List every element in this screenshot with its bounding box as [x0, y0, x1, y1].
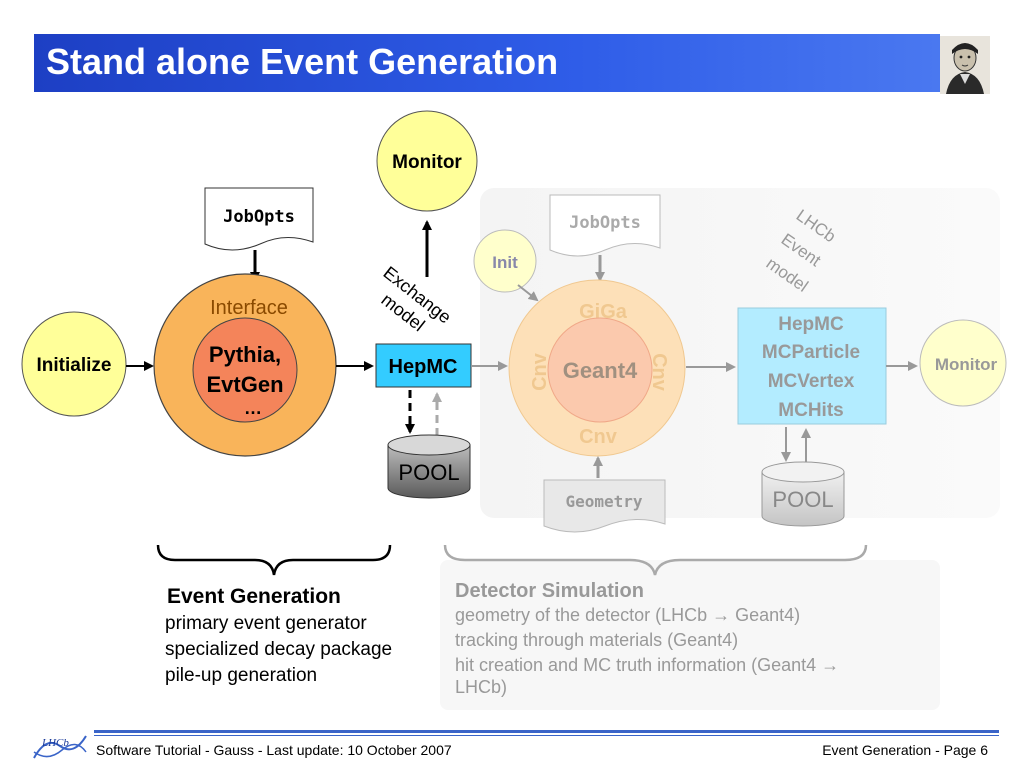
interface-label: Interface: [210, 297, 288, 319]
detector-simulation-item: LHCb): [455, 677, 508, 697]
mcparticle-label: MCParticle: [762, 342, 860, 363]
event-generation-item: specialized decay package: [165, 639, 393, 660]
footer-left-text: Software Tutorial - Gauss - Last update:…: [96, 742, 452, 758]
init-node: Init: [473, 229, 537, 293]
jobopts-left-doc: JobOpts: [204, 187, 314, 251]
event-generation-section: Event Generation primary event generator…: [165, 585, 392, 689]
monitor-right-label: Monitor: [935, 355, 998, 374]
initialize-label: Initialize: [37, 355, 112, 376]
geant4-label: Geant4: [563, 358, 638, 383]
cnv-right-label: Cnv: [648, 353, 670, 392]
title-bar: Stand alone Event Generation: [34, 34, 940, 92]
detector-simulation-item: tracking through materials (Geant4): [455, 630, 739, 650]
ellipsis-label: …: [244, 398, 262, 418]
hepmc-box: HepMC: [375, 343, 472, 388]
event-generation-item: pile-up generation: [165, 665, 318, 686]
arrow-init-to-giga: [517, 284, 539, 302]
footer-rule-thick: [94, 730, 999, 733]
svg-text:LHCb: LHCb: [41, 737, 69, 749]
detector-simulation-section: Detector Simulation geometry of the dete…: [455, 580, 839, 696]
monitor-right-node: Monitor: [919, 319, 1007, 407]
mcvertex-label: MCVertex: [768, 371, 855, 392]
monitor-top-node: Monitor: [376, 110, 478, 212]
giga-label: GiGa: [579, 301, 628, 323]
initialize-node: Initialize: [21, 311, 127, 417]
hepmc-label: HepMC: [389, 356, 458, 378]
pythia-label: Pythia,: [209, 342, 281, 367]
lhcb-logo: LHCb: [32, 732, 88, 762]
jobopts-left-label: JobOpts: [223, 207, 295, 227]
geometry-label: Geometry: [565, 492, 642, 511]
geometry-doc: Geometry: [543, 479, 666, 533]
pool-right-label: POOL: [772, 487, 833, 512]
detector-simulation-item: geometry of the detector (LHCb → Geant4): [455, 605, 801, 625]
detector-simulation-item: hit creation and MC truth information (G…: [455, 655, 840, 675]
pool-left-label: POOL: [398, 460, 459, 485]
interface-node: Interface Pythia, EvtGen …: [153, 273, 337, 457]
pool-right-cylinder: POOL: [761, 461, 845, 527]
init-label: Init: [492, 253, 518, 272]
event-generation-item: primary event generator: [165, 613, 367, 634]
portrait-image: [940, 36, 990, 94]
page-title: Stand alone Event Generation: [46, 41, 559, 82]
event-generation-heading: Event Generation: [167, 585, 341, 608]
cnv-bottom-label: Cnv: [579, 426, 618, 448]
jobopts-right-label: JobOpts: [569, 213, 641, 233]
detector-simulation-brace: [443, 544, 868, 576]
cnv-left-label: Cnv: [529, 352, 551, 391]
footer-page-number: Event Generation - Page 6: [822, 742, 988, 758]
pool-left-cylinder: POOL: [387, 434, 471, 499]
event-generation-brace: [156, 544, 392, 576]
footer-rule-thin: [94, 735, 999, 736]
giga-node: GiGa Cnv Cnv Cnv Geant4: [508, 279, 686, 457]
jobopts-right-doc: JobOpts: [549, 194, 661, 257]
monitor-top-label: Monitor: [392, 152, 462, 173]
mchits-label: MCHits: [778, 400, 843, 421]
evtgen-label: EvtGen: [206, 372, 283, 397]
detector-simulation-heading: Detector Simulation: [455, 580, 644, 602]
faded-text-panel: [440, 560, 940, 710]
mc-hepmc-label: HepMC: [778, 314, 844, 335]
mc-data-box: HepMC MCParticle MCVertex MCHits: [737, 307, 887, 425]
